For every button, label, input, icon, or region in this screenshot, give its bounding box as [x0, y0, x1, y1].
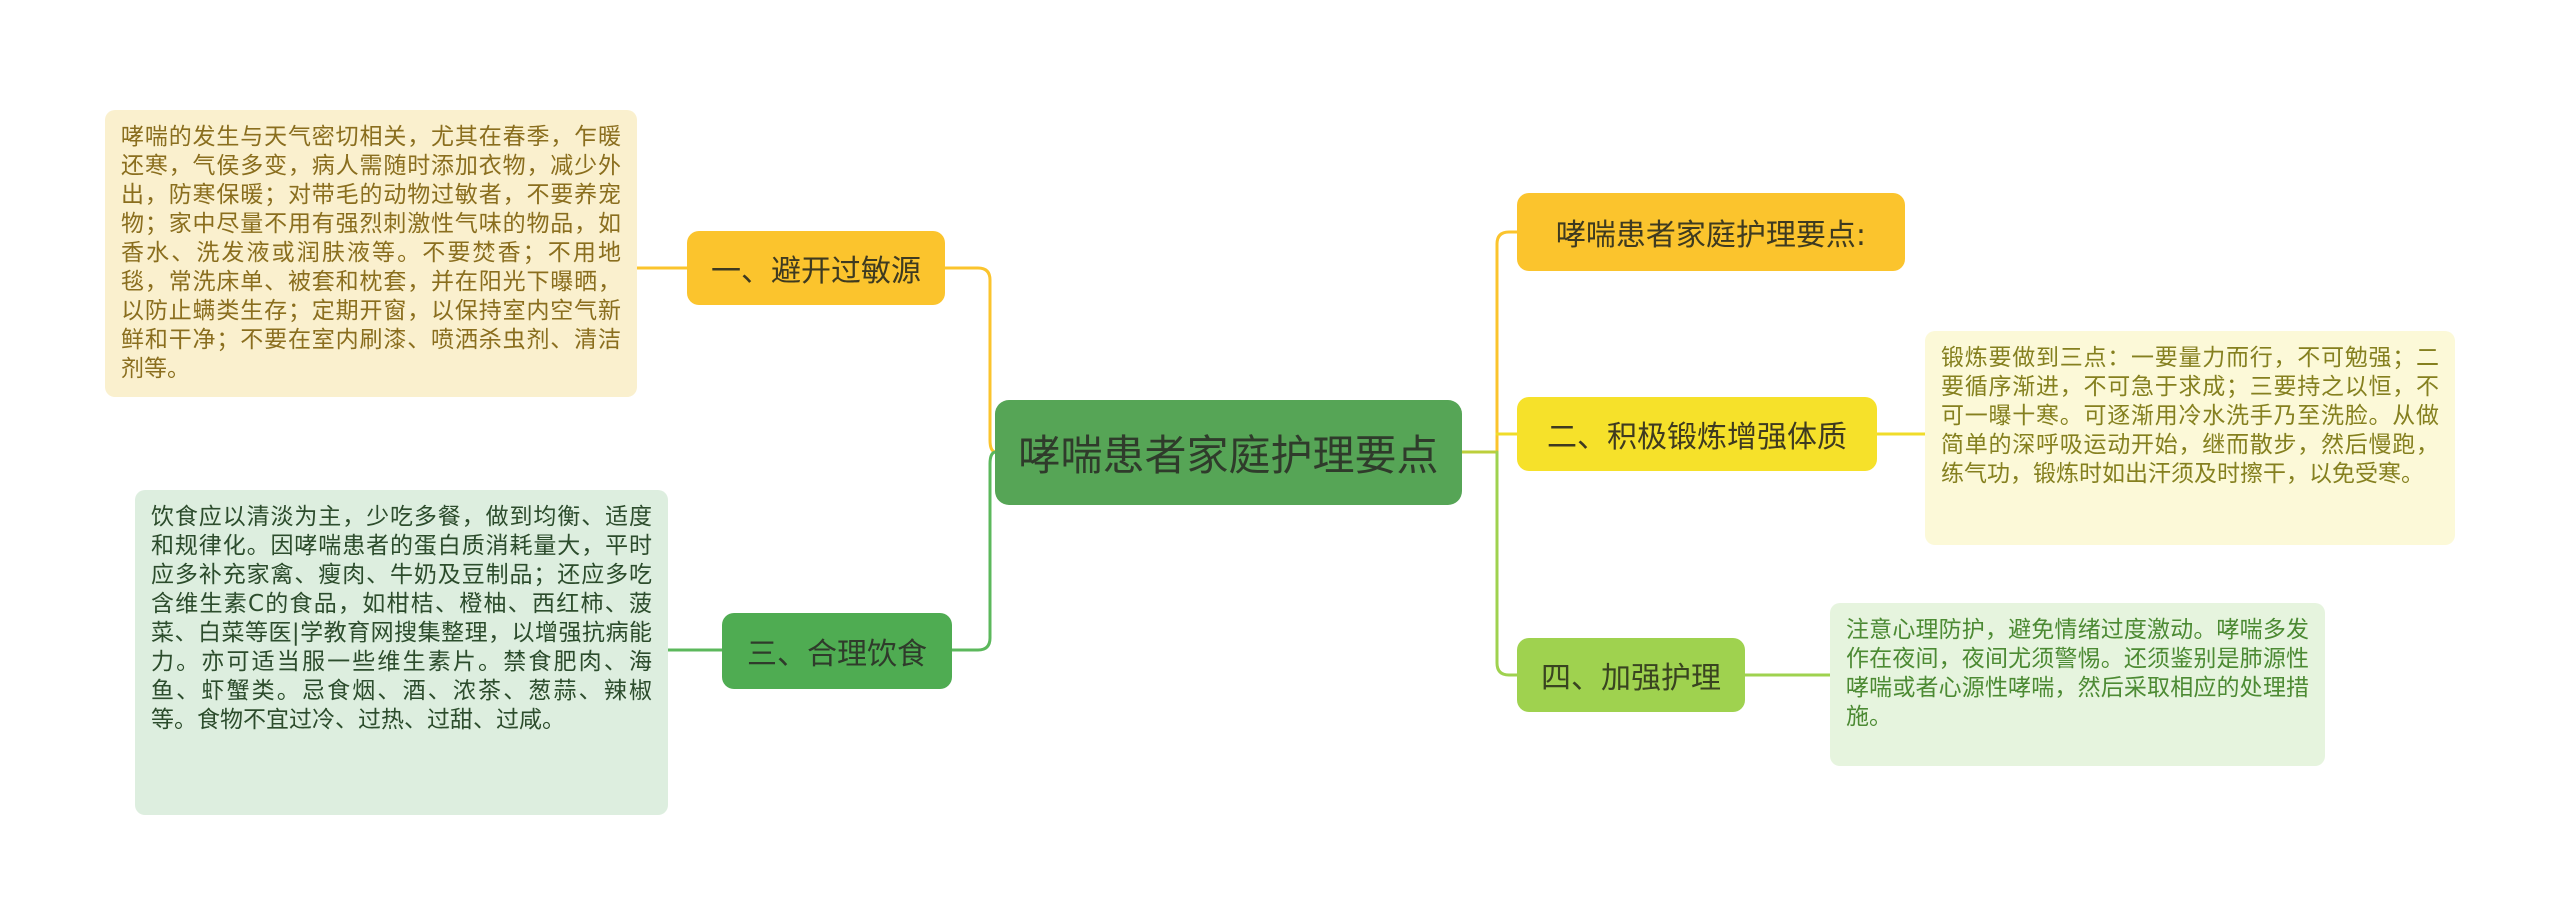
branch-node-reasonable-diet[interactable]: 三、合理饮食 [722, 613, 952, 689]
connector-branch-3-to-central [950, 450, 998, 652]
branch-node-exercise[interactable]: 二、积极锻炼增强体质 [1517, 397, 1877, 471]
subtitle-node[interactable]: 哮喘患者家庭护理要点: [1517, 193, 1905, 271]
branch-node-strengthen-care[interactable]: 四、加强护理 [1517, 638, 1745, 712]
note-exercise[interactable]: 锻炼要做到三点：一要量力而行，不可勉强；二要循序渐进，不可急于求成；三要持之以恒… [1925, 331, 2455, 545]
connector-central-to-branch-4 [1495, 450, 1519, 677]
note-strengthen-care[interactable]: 注意心理防护，避免情绪过度激动。哮喘多发作在夜间，夜间尤须警惕。还须鉴别是肺源性… [1830, 603, 2325, 766]
note-avoid-allergens[interactable]: 哮喘的发生与天气密切相关，尤其在春季，乍暖还寒，气侯多变，病人需随时添加衣物，减… [105, 110, 637, 397]
central-topic-node[interactable]: 哮喘患者家庭护理要点 [995, 400, 1462, 505]
branch-node-avoid-allergens[interactable]: 一、避开过敏源 [687, 231, 945, 305]
connector-central-to-subtitle [1495, 230, 1519, 454]
connector-branch-1-to-central [943, 266, 998, 454]
note-reasonable-diet[interactable]: 饮食应以清淡为主，少吃多餐，做到均衡、适度和规律化。因哮喘患者的蛋白质消耗量大，… [135, 490, 668, 815]
